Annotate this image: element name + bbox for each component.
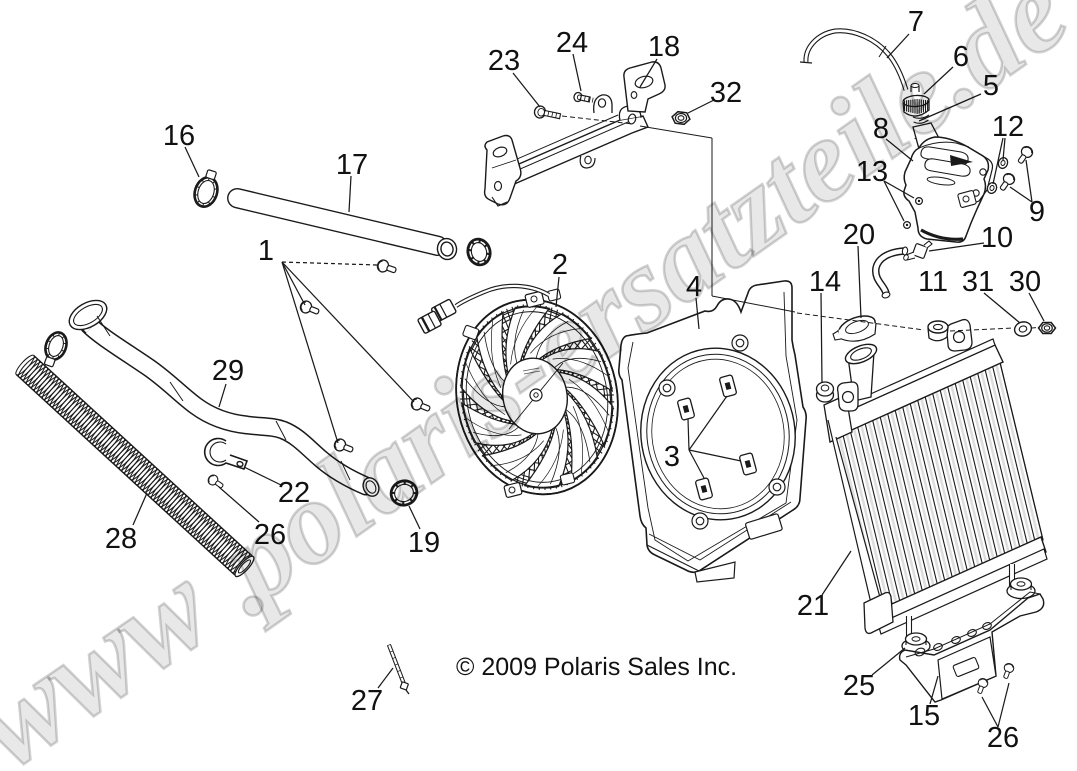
svg-text:14: 14 <box>809 266 841 298</box>
svg-text:29: 29 <box>212 355 244 387</box>
svg-text:32: 32 <box>710 77 742 109</box>
svg-text:18: 18 <box>648 31 680 63</box>
svg-text:25: 25 <box>843 670 875 702</box>
svg-text:© 2009 Polaris Sales Inc.: © 2009 Polaris Sales Inc. <box>456 653 737 681</box>
svg-text:21: 21 <box>797 590 829 622</box>
svg-text:27: 27 <box>351 685 383 717</box>
svg-text:17: 17 <box>336 149 368 181</box>
svg-text:28: 28 <box>105 523 137 555</box>
svg-text:26: 26 <box>987 722 1019 754</box>
svg-text:3: 3 <box>664 441 680 473</box>
svg-text:20: 20 <box>843 219 875 251</box>
svg-text:30: 30 <box>1009 266 1041 298</box>
svg-text:10: 10 <box>981 222 1013 254</box>
svg-text:19: 19 <box>408 527 440 559</box>
svg-text:24: 24 <box>556 27 588 59</box>
svg-text:31: 31 <box>962 266 994 298</box>
svg-text:15: 15 <box>908 700 940 732</box>
svg-text:16: 16 <box>163 120 195 152</box>
svg-text:23: 23 <box>488 45 520 77</box>
svg-text:1: 1 <box>258 235 274 267</box>
svg-text:11: 11 <box>918 266 948 298</box>
svg-text:9: 9 <box>1029 196 1045 228</box>
